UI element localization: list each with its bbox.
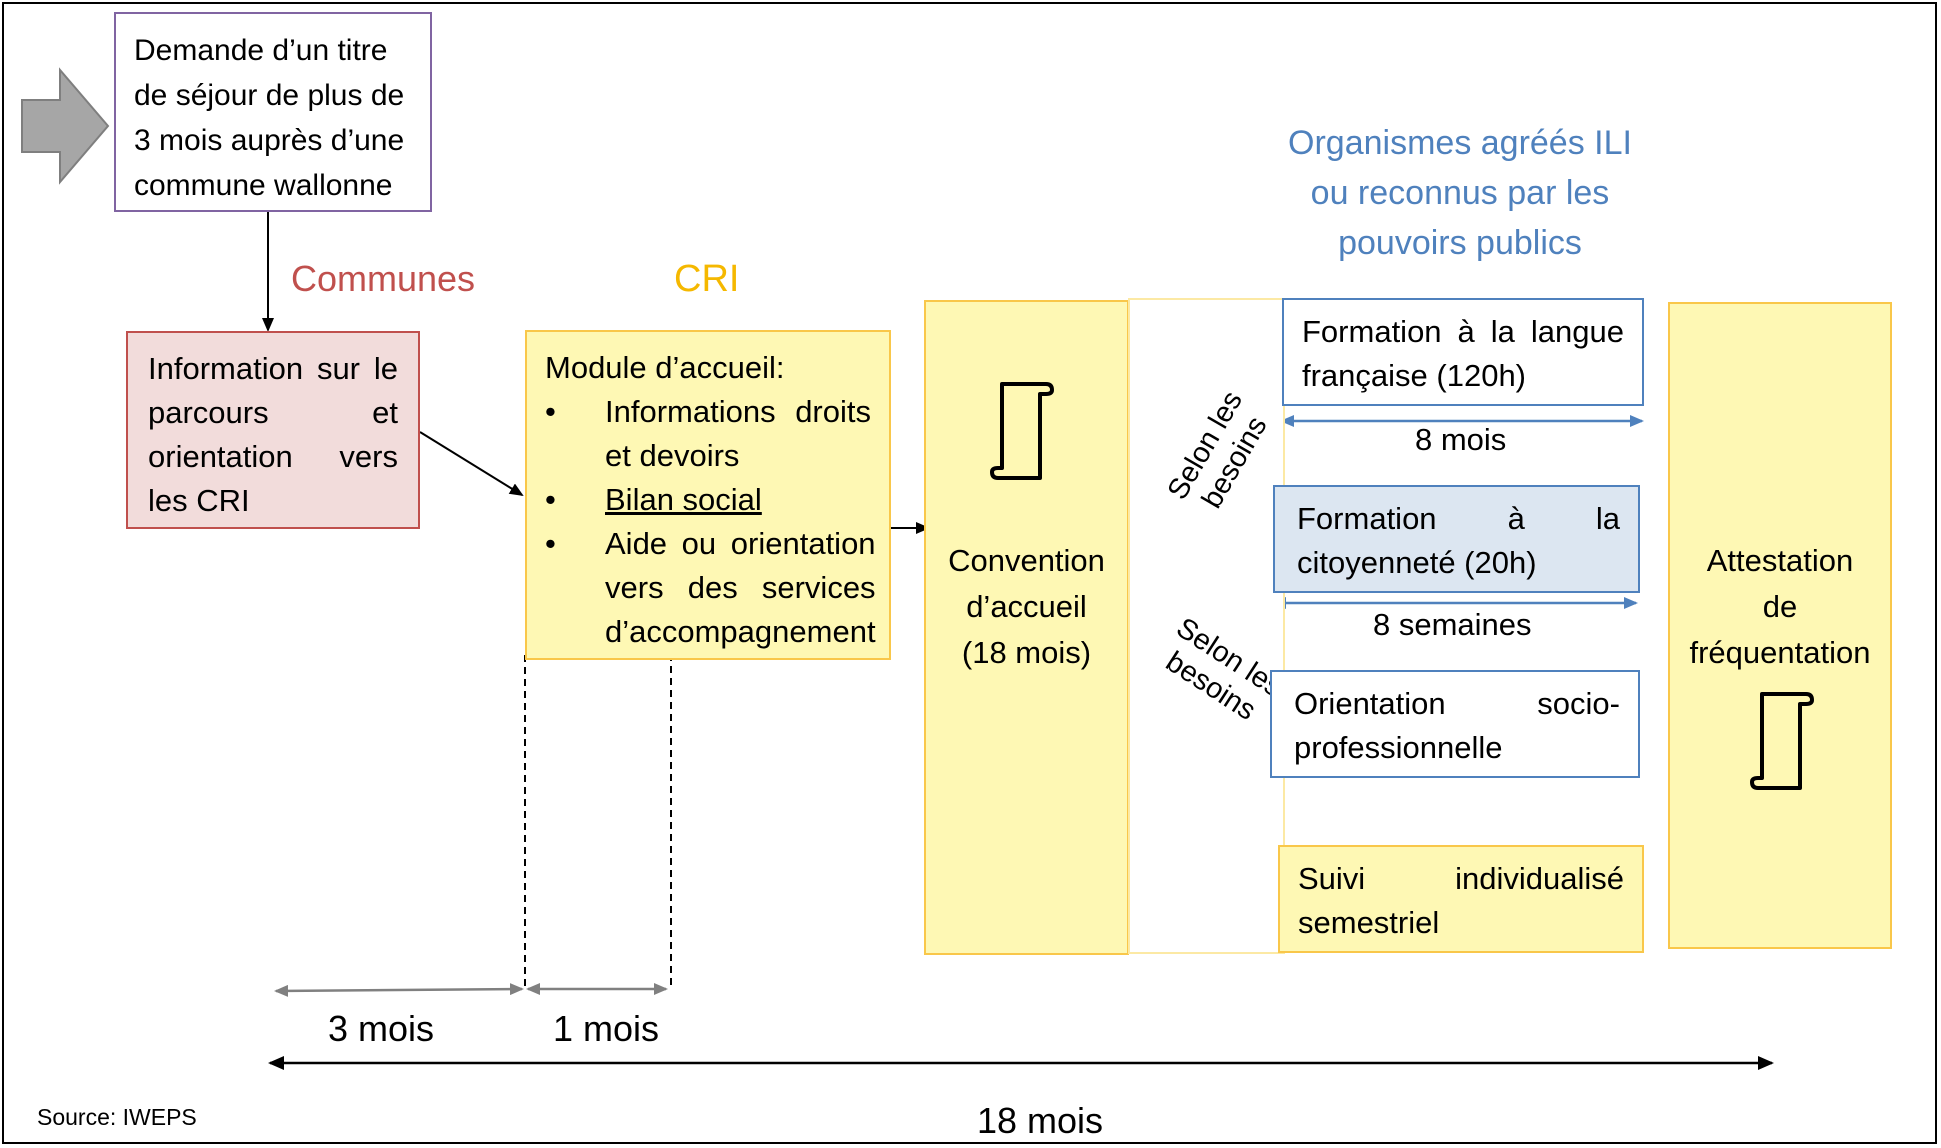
langue-line: française (120h) [1302, 358, 1527, 393]
convention-line: d’accueil [966, 589, 1087, 624]
bullet-icon: • [545, 482, 556, 517]
citoyennete-line: Formation à la [1297, 501, 1620, 536]
duration-communes: 3 mois [328, 1008, 435, 1049]
duration-total: 18 mois [977, 1100, 1104, 1141]
document-scroll-icon [990, 382, 1054, 480]
attestation-line: Attestation [1706, 543, 1854, 578]
attestation-text: Attestation de fréquentation [1670, 538, 1890, 676]
duration-cri: 1 mois [553, 1008, 660, 1049]
big-grey-arrow-icon [21, 67, 110, 185]
request-line: 3 mois auprès d’une [134, 124, 405, 157]
duration-langue: 8 mois [1415, 422, 1507, 457]
duration-citoyennete: 8 semaines [1373, 607, 1532, 642]
branch-column [1128, 298, 1285, 954]
organismes-heading: Organismes agréés ILI ou reconnus par le… [1240, 118, 1680, 268]
bullet-icon: • [545, 394, 556, 429]
orientation-box: Orientation socio- professionnelle [1270, 670, 1640, 778]
orientation-line: professionnelle [1294, 730, 1503, 765]
request-line: commune wallonne [134, 169, 393, 202]
module-box: Module d’accueil: • Informations droits … [525, 330, 891, 660]
suivi-line: Suivi individualisé [1298, 861, 1624, 896]
duration-arrow-communes [274, 983, 524, 997]
request-line: de séjour de plus de [134, 79, 405, 112]
module-title: Module d’accueil: [545, 350, 785, 385]
cri-heading: CRI [674, 258, 740, 300]
module-item-line: et devoirs [605, 438, 740, 473]
orientation-line: Orientation socio- [1294, 686, 1620, 721]
organismes-line: Organismes agréés ILI [1288, 124, 1632, 162]
communes-heading: Communes [291, 258, 476, 299]
info-box: Information sur le parcours et orientati… [126, 331, 420, 529]
module-item-line: vers des services [605, 570, 876, 605]
info-line: orientation vers [148, 439, 398, 474]
module-item: • Aide ou orientation vers des services … [545, 522, 876, 654]
convention-text: Convention d’accueil (18 mois) [926, 538, 1127, 676]
convention-line: Convention [948, 543, 1105, 578]
arrow-info-to-module [419, 431, 524, 497]
organismes-line: pouvoirs publics [1338, 224, 1582, 262]
info-line: les CRI [148, 483, 250, 518]
request-line: Demande d’un titre [134, 34, 388, 67]
bullet-icon: • [545, 526, 556, 561]
suivi-box: Suivi individualisé semestriel [1278, 845, 1644, 953]
organismes-line: ou reconnus par les [1310, 174, 1610, 212]
source-note: Source: IWEPS [37, 1104, 197, 1130]
document-scroll-icon [1750, 692, 1814, 790]
bilan-social-label: Bilan social [605, 482, 762, 517]
request-box: Demande d’un titre de séjour de plus de … [114, 12, 432, 212]
suivi-line: semestriel [1298, 905, 1440, 940]
module-item-line: d’accompagnement [605, 614, 876, 649]
module-item-line: Aide ou orientation [605, 526, 876, 561]
convention-box: Convention d’accueil (18 mois) [924, 300, 1129, 955]
citoyennete-box: Formation à la citoyenneté (20h) [1273, 485, 1640, 593]
module-item-line: Informations droits [605, 394, 871, 429]
convention-line: (18 mois) [961, 635, 1092, 670]
langue-line: Formation à la langue [1302, 314, 1624, 349]
attestation-box: Attestation de fréquentation [1668, 302, 1892, 949]
attestation-line: fréquentation [1689, 635, 1871, 670]
citoyennete-line: citoyenneté (20h) [1297, 545, 1537, 580]
module-item: • Informations droits et devoirs [545, 390, 871, 478]
attestation-line: de [1762, 589, 1798, 624]
langue-box: Formation à la langue française (120h) [1282, 298, 1644, 406]
module-item: • Bilan social [545, 478, 871, 522]
info-line: Information sur le [148, 351, 398, 386]
info-line: parcours et [148, 395, 398, 430]
